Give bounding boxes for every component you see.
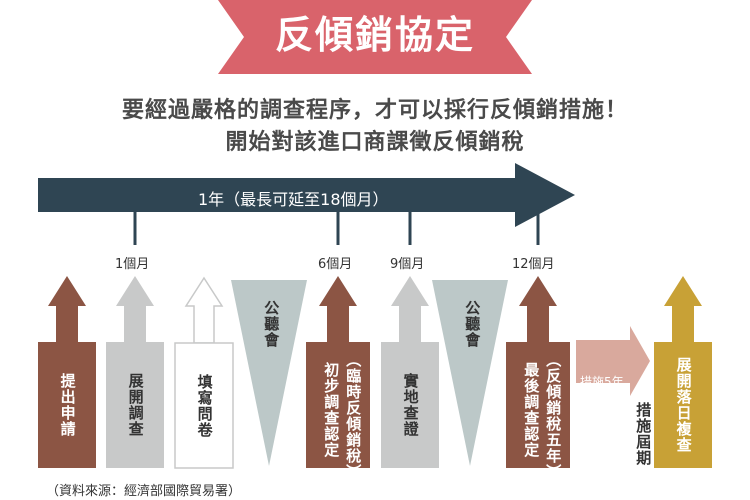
label-five-year-duty: （反傾銷稅五年） [544, 352, 563, 480]
label-public-hearing-2: 公聽會 [463, 300, 482, 348]
tick-label-6: 6個月 [318, 257, 353, 272]
step-questionnaire [174, 276, 234, 469]
tick-label-12: 12個月 [512, 257, 555, 272]
tick-label-9: 9個月 [390, 257, 425, 272]
step-final-determination [506, 276, 570, 468]
page-title: 反傾銷協定 [274, 13, 475, 57]
step-open-investigation [106, 276, 164, 468]
process-diagram [38, 276, 712, 469]
step-public-hearing-2 [432, 280, 508, 466]
timeline-arrow [38, 163, 575, 245]
measure-arrow [576, 326, 650, 396]
label-open-investigation: 展開調查 [126, 373, 145, 437]
tick-label-1: 1個月 [115, 257, 150, 272]
label-sunset-review: 展開落日複查 [674, 357, 693, 453]
label-public-hearing-1: 公聽會 [262, 300, 281, 348]
label-preliminary-determination: 初步調查認定 [322, 362, 341, 458]
label-onsite-verification: 實地查證 [401, 373, 420, 437]
label-measure-arrow: 措施5年 [580, 375, 624, 389]
label-questionnaire: 填寫問卷 [195, 373, 214, 438]
step-onsite-verification [381, 276, 439, 468]
subtitle-line-1: 要經過嚴格的調查程序，才可以採行反傾銷措施！ [121, 98, 628, 123]
source-note: （資料來源：經濟部國際貿易署） [46, 484, 242, 499]
label-measure-expiry: 措施屆期 [634, 402, 653, 466]
title-banner [218, 0, 532, 74]
step-submit-application [38, 276, 96, 468]
timeline-label: 1年（最長可延至18個月） [198, 190, 389, 209]
step-public-hearing-1 [231, 280, 307, 466]
step-preliminary-determination [306, 276, 370, 468]
subtitle-line-2: 開始對該進口商課徵反傾銷稅 [225, 130, 525, 155]
label-submit-application: 提出申請 [58, 373, 77, 437]
label-provisional-duty: （臨時反傾銷稅） [344, 352, 363, 480]
step-sunset-review [654, 276, 712, 468]
label-final-determination: 最後調查認定 [522, 362, 541, 458]
